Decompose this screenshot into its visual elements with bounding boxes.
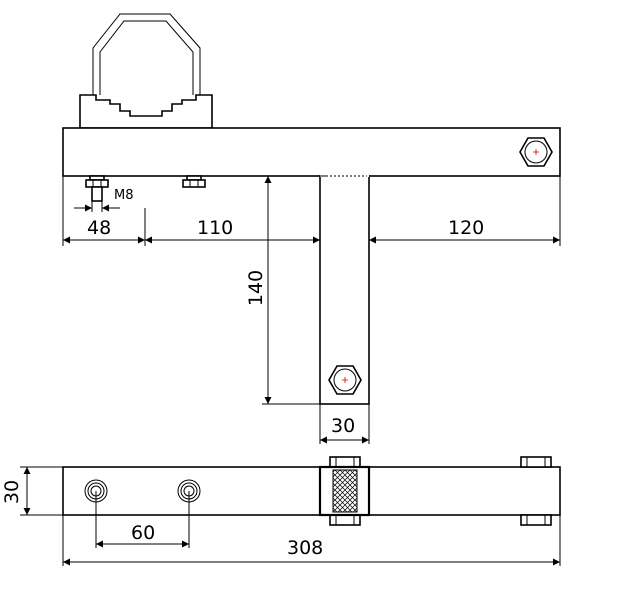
nut-middle [182,175,206,188]
side-view: 30 60 308 [1,456,561,566]
dimension-30-height-label: 30 [1,480,23,504]
u-bolt-outer [92,13,201,95]
dimension-140: 140 [245,176,272,404]
hatched-insert [332,469,358,513]
dimension-48: 48 [63,217,145,244]
dimension-30-width-label: 30 [331,415,355,437]
dimension-120: 120 [369,217,560,244]
u-bolt-clamp [79,13,213,129]
clamp-block [79,94,213,129]
side-bar [62,466,561,516]
dimension-308: 308 [63,537,560,566]
dimension-30-width: 30 [320,415,369,444]
top-view: M8 48 110 120 140 [62,13,561,444]
dimension-140-label: 140 [245,270,267,306]
dimension-60: 60 [96,522,189,548]
thread-dimension: M8 [74,188,134,212]
dimension-30-height: 30 [1,467,31,515]
dimension-60-label: 60 [131,522,155,544]
center-bolt-section [318,456,371,526]
hex-bolt-head-right [519,137,553,167]
dimension-110-label: 110 [197,217,233,239]
dimension-308-label: 308 [287,537,323,559]
dimension-48-label: 48 [87,217,111,239]
u-bolt-inner [99,20,194,95]
thread-label: M8 [114,188,134,203]
dimension-120-label: 120 [448,217,484,239]
hex-bolt-head-bottom [328,365,362,395]
dimension-110: 110 [145,217,320,244]
nut-left [85,175,109,202]
horizontal-bar [62,127,561,177]
right-bolt-side [520,456,552,526]
